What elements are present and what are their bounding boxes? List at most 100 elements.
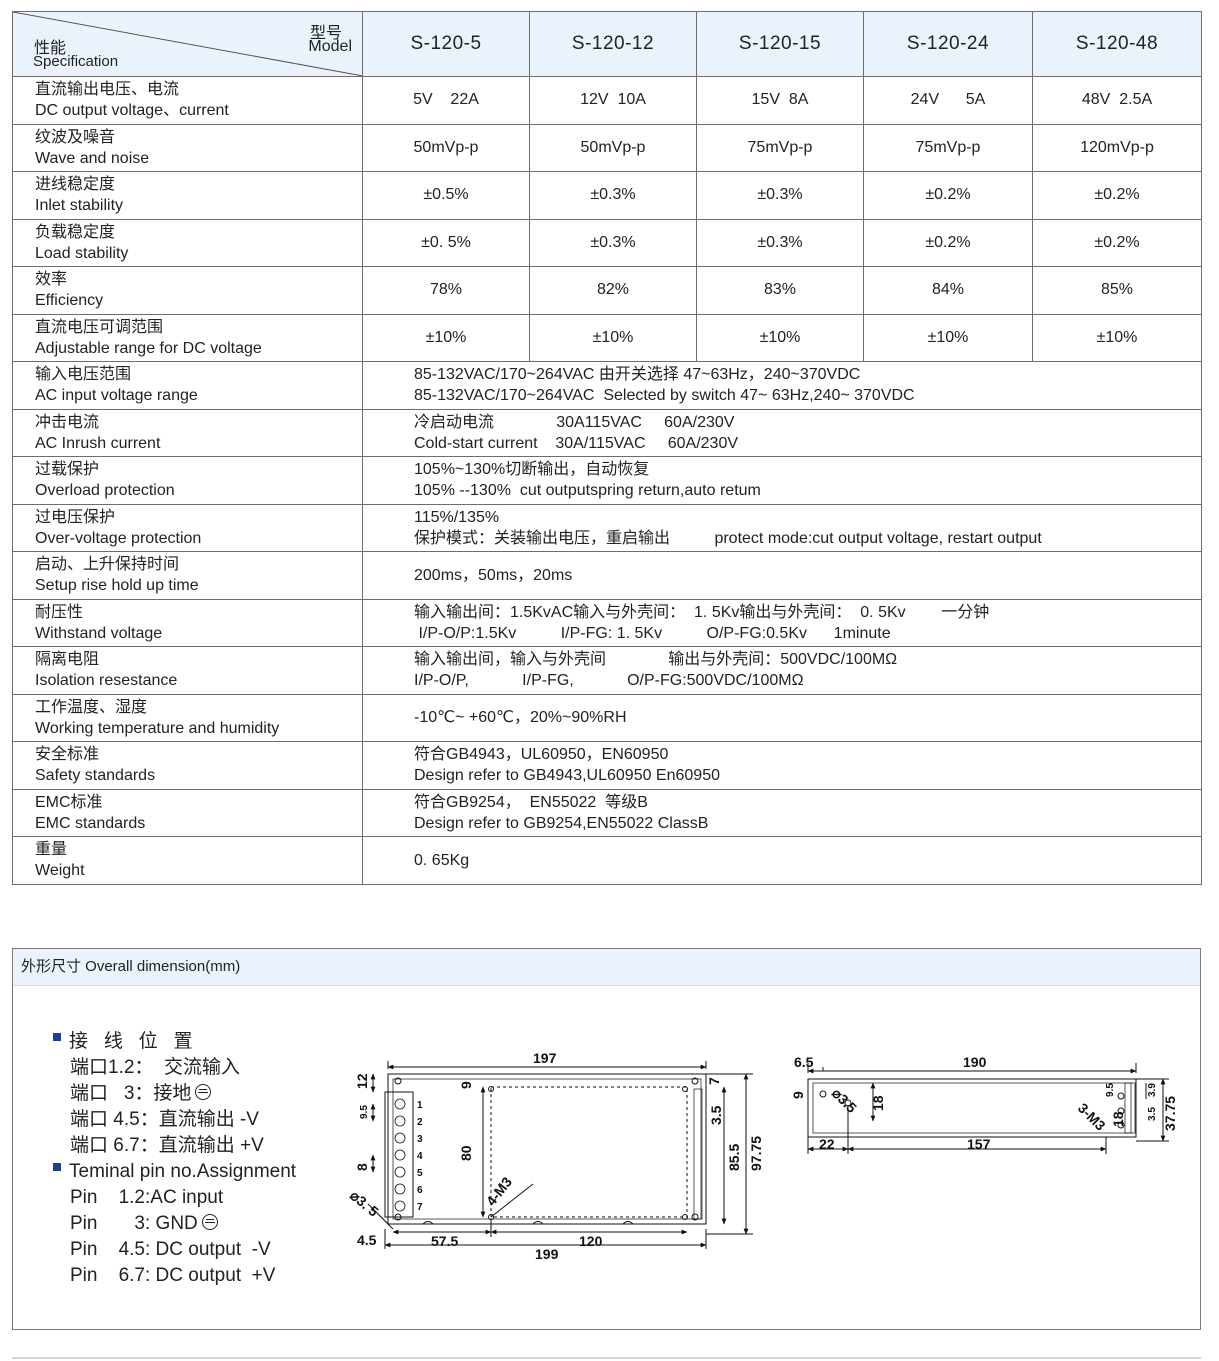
dim-6-5: 6.5 [794,1054,814,1070]
pin-label: 2 [417,1117,423,1128]
spec-value-cell: 5V 22A [362,76,530,125]
spec-label-cn: 负载稳定度 [35,223,116,241]
spec-label-en: Adjustable range for DC voltage [35,339,262,357]
spec-value-cell: ±0.2% [863,171,1033,220]
dim-9-5: 9.5 [359,1105,370,1119]
spec-value-cell: ±10% [863,313,1033,362]
spec-span-line: 保护模式：关装输出电压，重启输出 protect mode:cut output… [414,529,1042,547]
spec-span-cell: 200ms，50ms，20ms [362,551,1202,600]
spec-value-cell: 24V 5A [863,76,1033,125]
spec-label-en: Load stability [35,244,129,262]
spec-label-en: Wave and noise [35,149,150,167]
spec-value-cell: 78% [362,266,530,315]
dim-199: 199 [535,1246,559,1262]
model-header: S-120-24 [863,11,1033,77]
model-header: S-120-48 [1032,11,1202,77]
spec-value-cell: ±10% [529,313,697,362]
model-header: S-120-15 [696,11,864,77]
spec-span-line: Cold-start current 30A/115VAC 60A/230V [414,434,739,452]
dim-phi-3-5: ⌀3.5 [829,1085,860,1116]
spec-value-cell: ±0.3% [529,218,697,267]
dim-22: 22 [819,1136,835,1152]
spec-label-cell: 负载稳定度 Load stability [12,218,363,267]
spec-span-cell: 85-132VAC/170~264VAC 由开关选择 47~63Hz，240~3… [362,361,1202,410]
spec-label-cn: 直流输出电压、电流 [35,81,180,99]
front-view-labels: 197 199 120 57.5 4.5 80 85.5 97.75 3.5 9… [347,1050,764,1262]
dim-9-5: 9.5 [1105,1083,1116,1097]
spec-value-cell: ±0.3% [696,218,864,267]
dim-phi-3-5: ⌀3. 5 [347,1187,382,1220]
dim-57-5: 57.5 [431,1233,458,1249]
spec-label-cn: EMC标准 [35,793,103,811]
spec-label-en: AC input voltage range [35,387,198,405]
spec-value-cell: ±10% [696,313,864,362]
header-row: 型号 Model 性能 Specification S-120-5 S-120-… [12,11,1202,77]
ground-icon [195,1084,212,1100]
model-cn-label: 型号 [309,25,342,42]
spec-span-line: I/P-O/P:1.5Kv I/P-FG: 1. 5Kv O/P-FG:0.5K… [414,624,891,642]
dim-197: 197 [533,1050,557,1066]
terminal-screws [394,1098,406,1212]
dim-3-9: 3.9 [1147,1083,1158,1097]
spec-label-en: Efficiency [35,292,104,310]
spec-label-cn: 安全标准 [35,746,100,764]
terminal-block [384,1091,414,1218]
spec-value-cell: ±0.3% [529,171,697,220]
spec-label-en: Inlet stability [35,197,124,215]
pin-assignment-list: 接 线 位 置 端口1.2： 交流输入 端口 3：接地 端口 4.5：直流输出 … [53,1029,296,1289]
spec-label-cn: 隔离电阻 [35,651,100,669]
spec-span-line: -10℃~ +60℃，20%~90%RH [414,709,627,727]
header-diagonal-cell: 型号 Model 性能 Specification [12,11,363,77]
dim-80: 80 [458,1145,474,1161]
dimension-drawing: 197 199 120 57.5 4.5 80 85.5 97.75 3.5 9… [347,1050,1178,1262]
spec-label-en: Safety standards [35,767,156,785]
pin-cn-item: 端口 6.7：直流输出 +V [70,1135,264,1156]
dim-9: 9 [458,1081,474,1089]
dimension-title: 外形尺寸 Overall dimension(mm) [13,949,1200,986]
dim-12: 12 [354,1073,370,1089]
spec-label-en: Over-voltage protection [35,529,202,547]
dim-97-75: 97.75 [748,1136,764,1171]
spec-value-cell: 12V 10A [529,76,697,125]
pin-label: 4 [417,1151,423,1162]
spec-value-cell: ±0.2% [1032,171,1202,220]
inner-pcb-outline [490,1086,688,1218]
dim-4-5: 4.5 [357,1232,377,1248]
spec-value-cell: 75mVp-p [696,123,864,172]
bullet-icon [53,1163,61,1171]
spec-value-cell: 15V 8A [696,76,864,125]
spec-span-line: 105% --130% cut outputspring return,auto… [414,482,761,500]
spec-span-cell: 冷启动电流 30A115VAC 60A/230V Cold-start curre… [362,408,1202,457]
spec-span-line: 符合GB4943，UL60950，EN60950 [414,746,669,764]
pin-cn-heading: 接 线 位 置 [53,1029,296,1055]
spec-span-line: 冷启动电流 30A115VAC 60A/230V [414,413,735,431]
spec-label-en: Overload protection [35,482,175,500]
dim-4-m3: 4-M3 [483,1174,515,1209]
dim-190: 190 [963,1054,987,1070]
spec-span-line: Design refer to GB4943,UL60950 En60950 [414,767,720,785]
pin-label: 3 [417,1134,423,1145]
model-header: S-120-5 [362,11,530,77]
pin-en-item: Pin 1.2:AC input [70,1187,224,1208]
spec-label-cell: 安全标准 Safety standards [12,741,363,790]
ground-icon [201,1214,218,1230]
spec-span-line: I/P-O/P, I/P-FG, O/P-FG:500VDC/100MΩ [414,672,804,690]
spec-table: 型号 Model 性能 Specification S-120-5 S-120-… [12,11,1202,885]
spec-value-cell: 50mVp-p [529,123,697,172]
spec-value-cell: ±10% [1032,313,1202,362]
spec-value-cell: 75mVp-p [863,123,1033,172]
